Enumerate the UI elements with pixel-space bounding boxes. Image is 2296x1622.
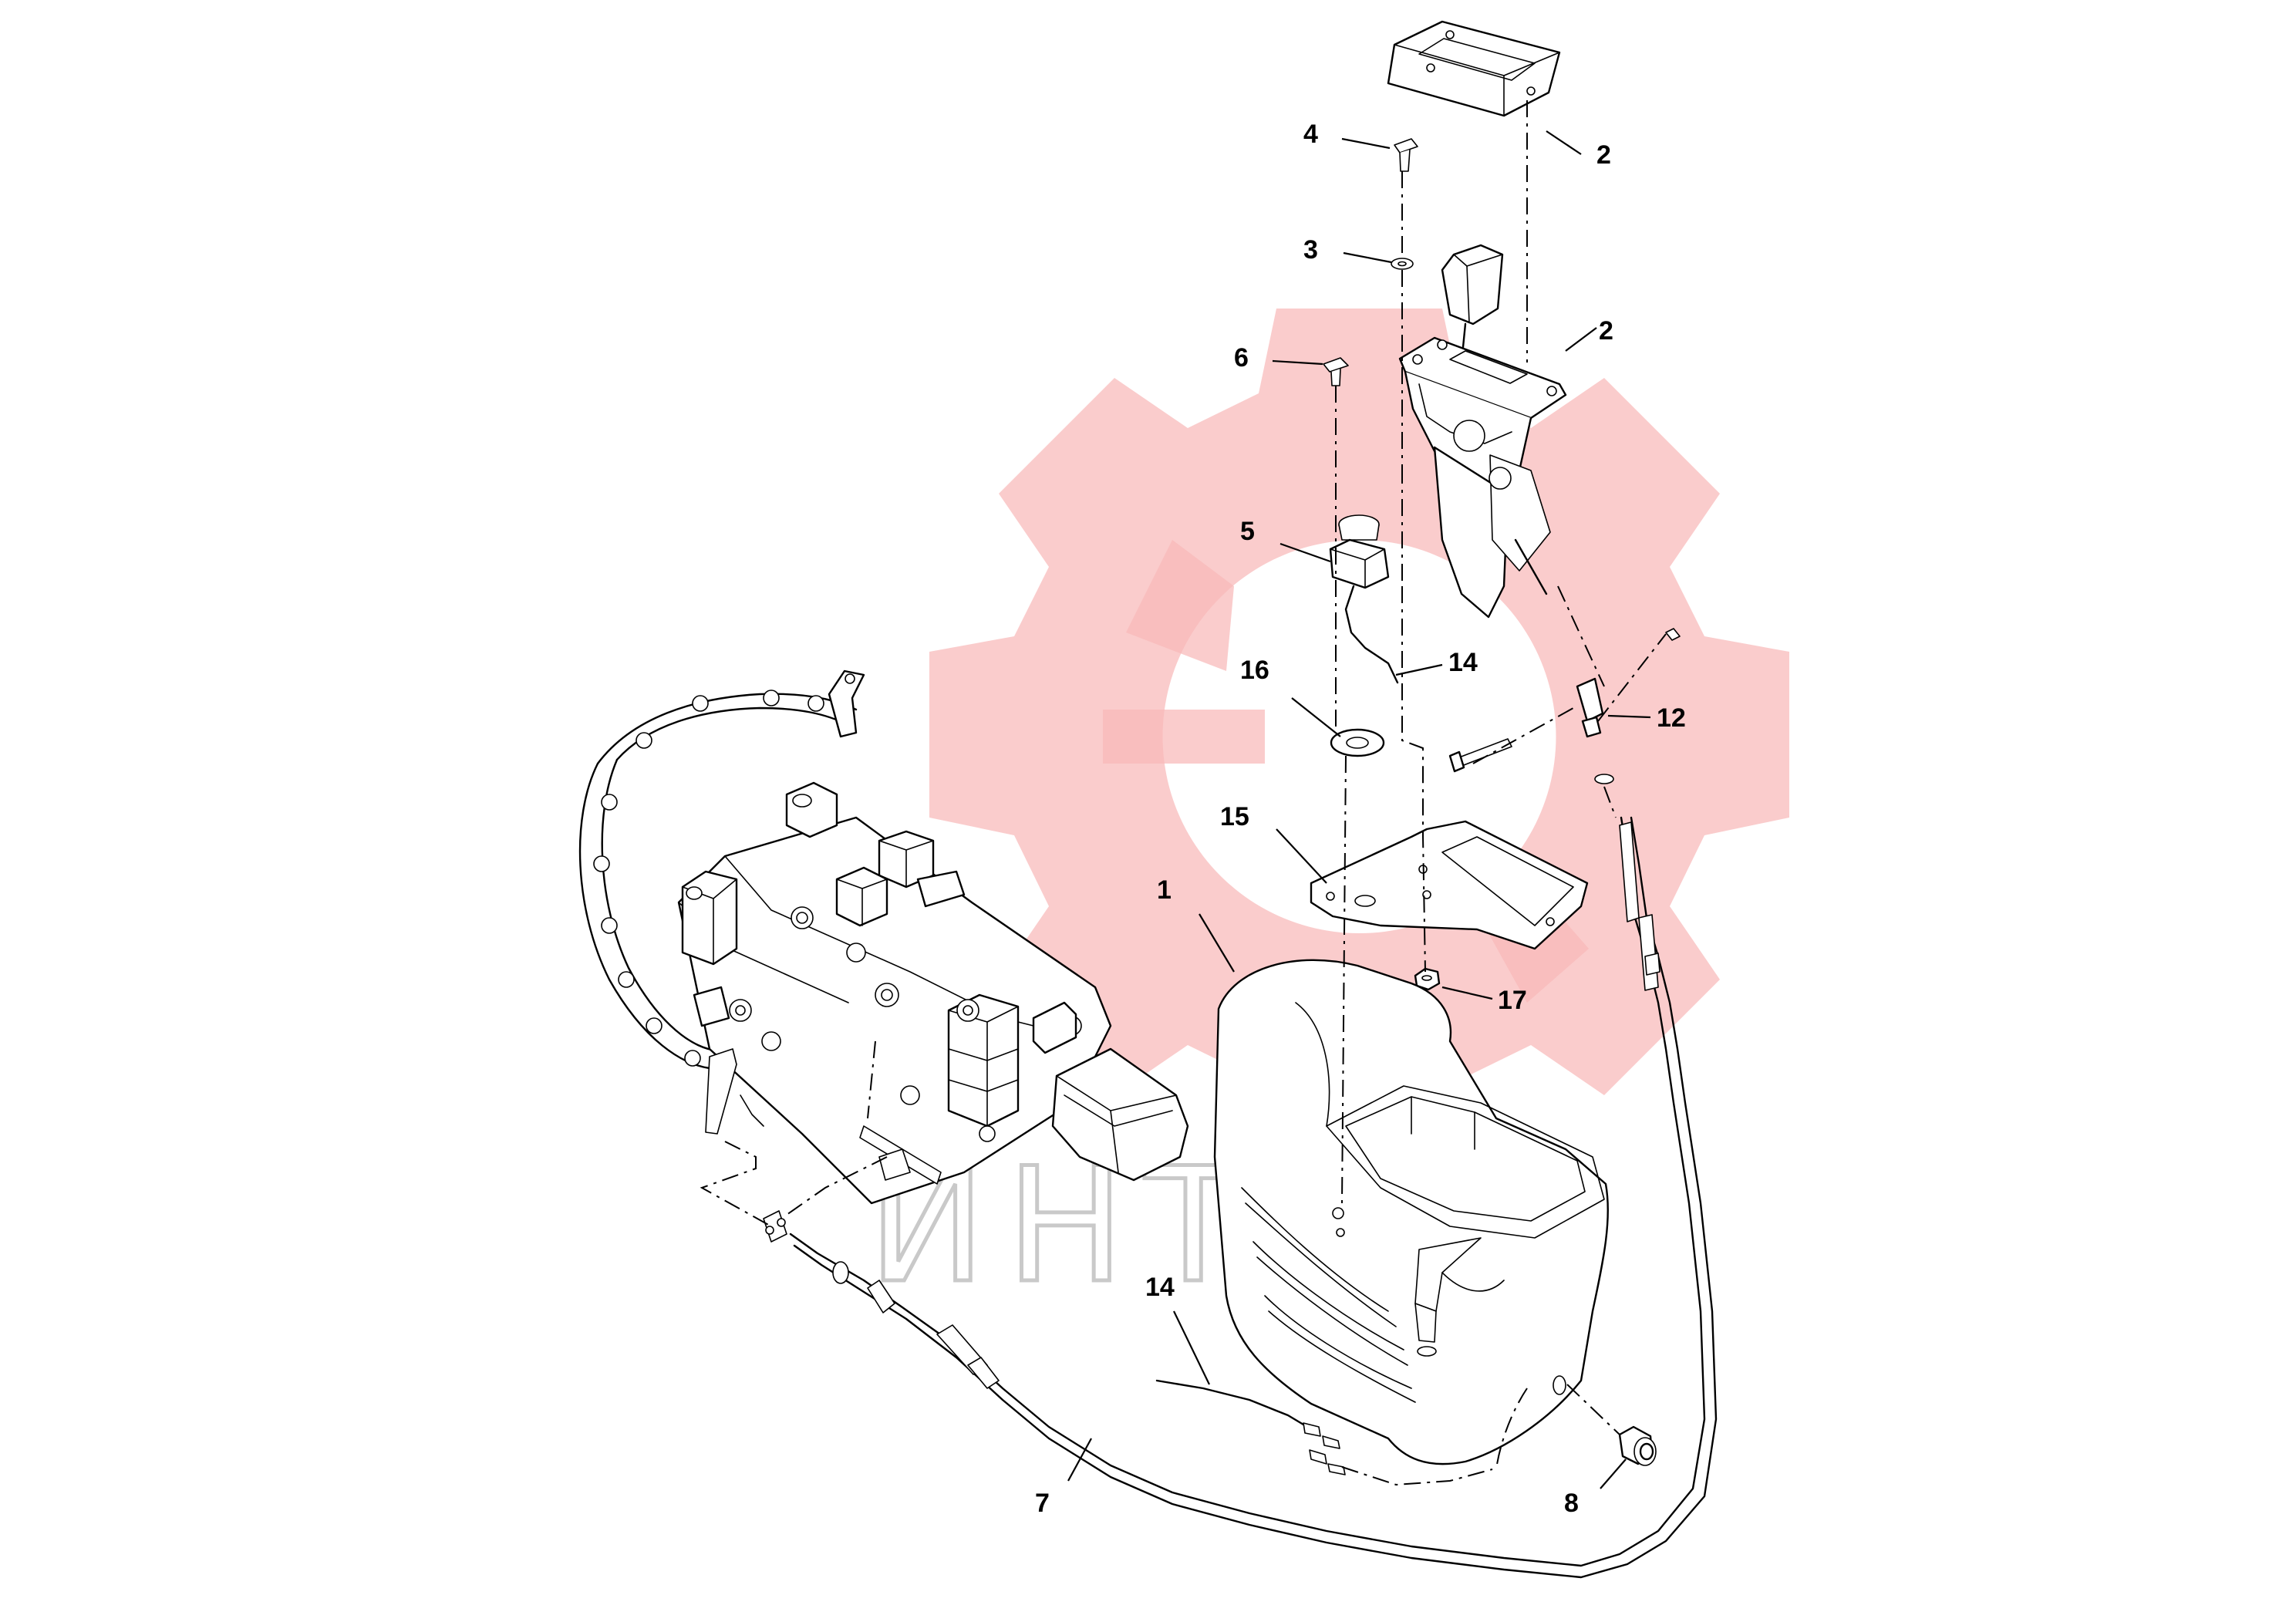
washer-item-3 bbox=[1391, 258, 1414, 270]
callout-14-switch: 14 bbox=[1448, 648, 1478, 677]
callout-8: 8 bbox=[1564, 1489, 1579, 1518]
lever-cover-plate bbox=[1387, 20, 1561, 117]
callout-3: 3 bbox=[1303, 235, 1318, 265]
callout-2-lever: 2 bbox=[1599, 316, 1613, 346]
callout-17: 17 bbox=[1498, 986, 1527, 1015]
cable-clevis-item-12 bbox=[1448, 628, 1681, 784]
callout-leaders bbox=[1067, 130, 1651, 1489]
shift-lever-assembly bbox=[1398, 244, 1567, 619]
callout-labels: 1 2 2 3 4 5 6 7 8 12 14 14 15 16 17 bbox=[1035, 120, 1686, 1518]
transmission-assembly bbox=[578, 669, 1189, 1205]
screw-item-6 bbox=[1323, 357, 1349, 386]
callout-5: 5 bbox=[1240, 517, 1255, 546]
callout-7: 7 bbox=[1035, 1489, 1050, 1518]
callout-2-top: 2 bbox=[1596, 140, 1611, 170]
bracket-plate-item-15 bbox=[1310, 820, 1589, 950]
washer-item-16 bbox=[1330, 728, 1385, 757]
switch-item-8 bbox=[1618, 1425, 1657, 1466]
callout-6: 6 bbox=[1234, 343, 1249, 373]
callout-14-harness: 14 bbox=[1145, 1273, 1175, 1302]
control-cable-item-7 bbox=[763, 816, 1718, 1579]
assembly-lines bbox=[700, 100, 1667, 1486]
callout-4: 4 bbox=[1303, 120, 1318, 149]
callout-12: 12 bbox=[1657, 703, 1686, 733]
flange-bolts bbox=[593, 690, 824, 1067]
wire-harness-item-14 bbox=[1155, 1379, 1346, 1475]
callout-16: 16 bbox=[1240, 656, 1269, 685]
callout-1: 1 bbox=[1157, 875, 1172, 905]
console-housing-item-1 bbox=[1213, 959, 1610, 1465]
bolt-item-4 bbox=[1394, 138, 1418, 172]
switch-item-5 bbox=[1329, 514, 1399, 684]
callout-15: 15 bbox=[1220, 802, 1249, 831]
